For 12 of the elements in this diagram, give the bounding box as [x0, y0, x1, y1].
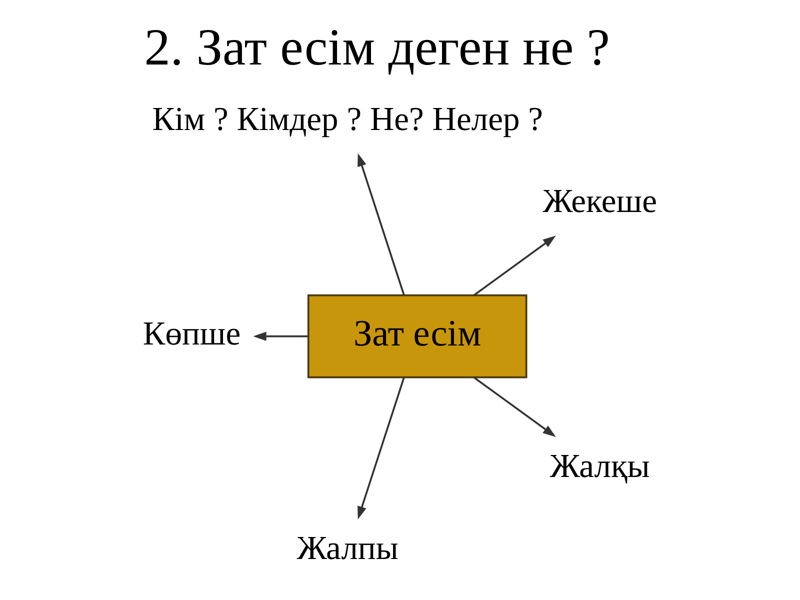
diagram-title: 2. Зат есім деген не ? — [144, 20, 610, 77]
arrow — [474, 236, 556, 296]
node-text: Көпше — [142, 316, 241, 353]
arrow — [358, 153, 405, 296]
node-text: Кім ? Кімдер ? Не? Нелер ? — [152, 100, 543, 138]
arrow — [358, 377, 405, 520]
node-box: Зат есім — [307, 294, 528, 378]
node-text: Жалқы — [550, 448, 650, 486]
arrow — [474, 376, 556, 437]
arrow — [253, 332, 308, 341]
node-text: Жекеше — [542, 182, 658, 220]
node-text: Жалпы — [296, 530, 398, 568]
